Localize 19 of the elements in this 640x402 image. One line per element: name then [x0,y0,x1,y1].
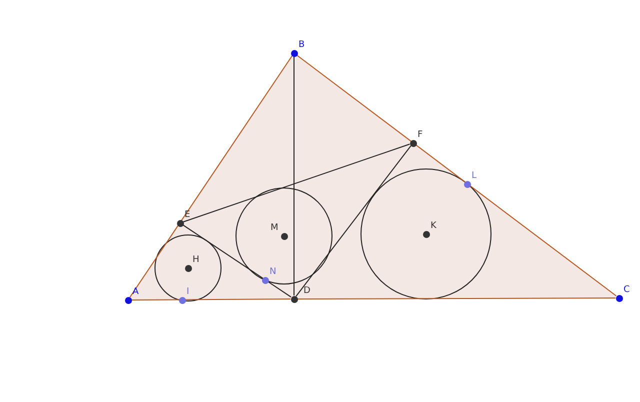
line-segment [129,55,293,298]
line-segment [182,144,410,222]
line-segment [296,145,412,297]
line-segment [182,224,292,298]
point-label: C [624,284,630,294]
line-segment [297,298,616,300]
point-label: H [192,254,200,264]
point-label: B [298,40,305,50]
point-label: D [304,286,310,296]
point-label: L [472,170,477,180]
line-segment [296,54,617,296]
point-label: N [270,266,276,276]
point-label: M [270,222,278,232]
point-label: F [418,130,423,140]
point-label: I [186,286,190,296]
point-label: K [430,220,436,230]
point-label: A [132,286,139,296]
point-label: E [184,210,190,220]
line-segment [131,298,291,300]
